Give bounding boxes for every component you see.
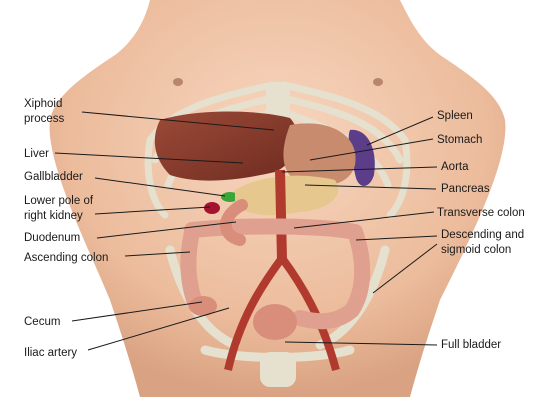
left-nipple: [173, 78, 183, 86]
pubic-symphysis: [260, 352, 296, 387]
label-kidney-line1: Lower pole of: [24, 195, 94, 207]
transverse-colon: [192, 226, 355, 232]
aorta: [280, 170, 282, 260]
label-duodenum: Duodenum: [24, 232, 80, 244]
label-gallbladder: Gallbladder: [24, 171, 83, 183]
label-desc-sigmoid-line2: sigmoid colon: [441, 244, 511, 256]
label-xiphoid-line1: Xiphoid: [24, 98, 62, 110]
label-full-bladder: Full bladder: [441, 339, 501, 351]
label-kidney-line2: right kidney: [24, 210, 83, 222]
right-nipple: [373, 78, 383, 86]
ascending-colon: [189, 232, 196, 305]
label-spleen: Spleen: [437, 110, 473, 122]
label-liver: Liver: [24, 148, 49, 160]
full-bladder: [253, 304, 297, 340]
label-xiphoid-line2: process: [24, 113, 65, 125]
right-kidney-lower-pole: [204, 202, 220, 214]
label-cecum: Cecum: [24, 316, 60, 328]
label-aorta: Aorta: [441, 161, 469, 173]
label-desc-sigmoid-line1: Descending and: [441, 229, 524, 241]
label-stomach: Stomach: [437, 134, 482, 146]
label-transverse-colon: Transverse colon: [437, 207, 525, 219]
label-iliac-artery: Iliac artery: [24, 347, 77, 359]
label-pancreas: Pancreas: [441, 183, 490, 195]
label-ascending-colon: Ascending colon: [24, 252, 108, 264]
